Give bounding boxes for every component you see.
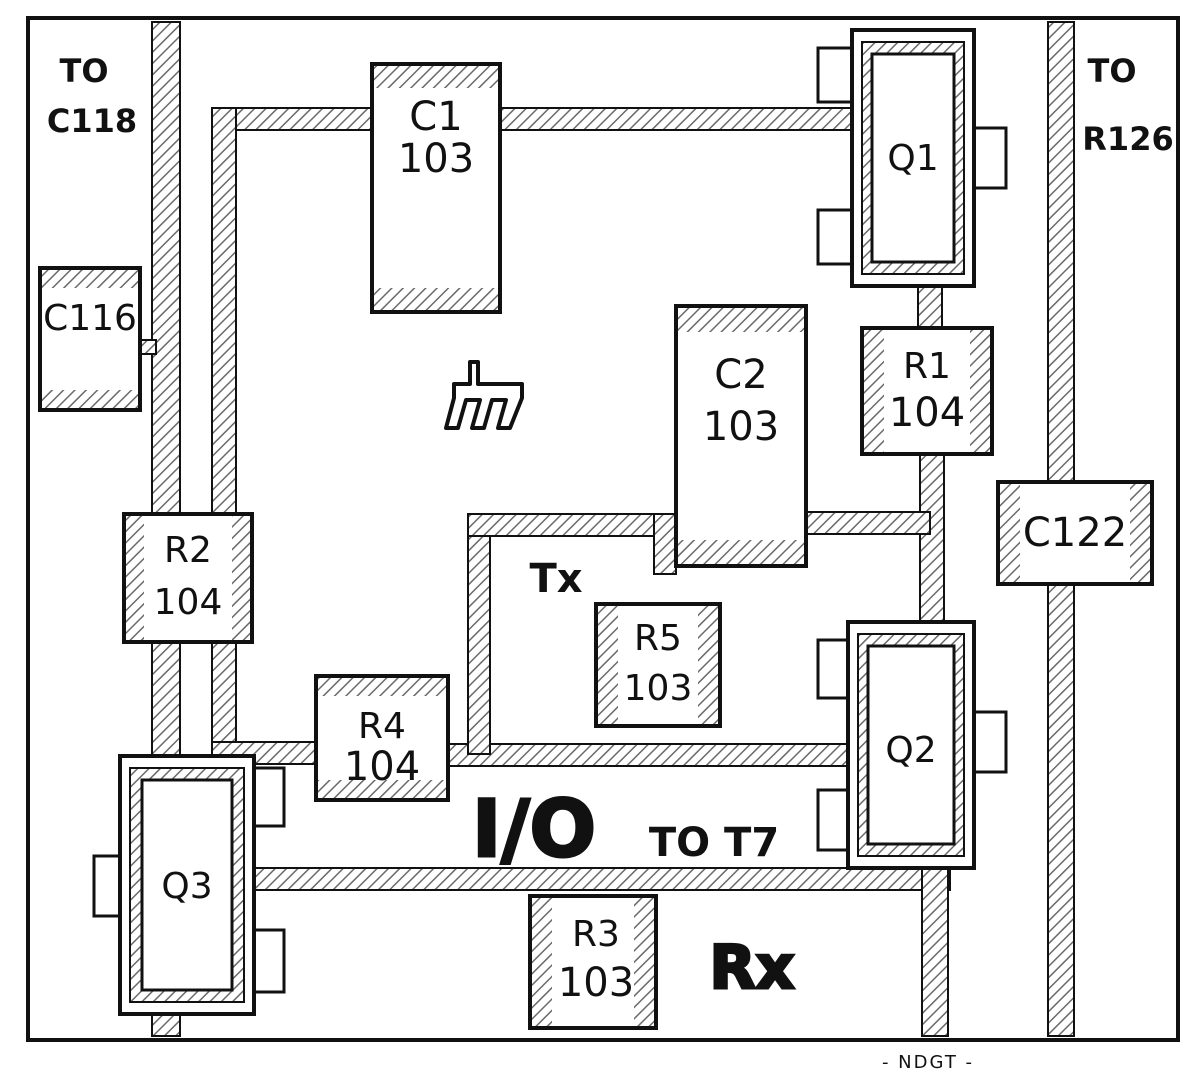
to-c118-line1: TO [59, 52, 108, 90]
trace-tx-top [467, 513, 669, 537]
board-outline [26, 16, 1180, 1042]
q2-label: Q2 [885, 730, 936, 771]
tx-label: Tx [529, 556, 582, 602]
r4-label: R4 [358, 706, 406, 747]
resistor-r4: R4 104 [314, 674, 450, 802]
trace-tx-right [653, 513, 677, 575]
resistor-r2: R2 104 [122, 512, 254, 644]
trace-c2-right [799, 511, 931, 535]
trace-inner-left [211, 107, 237, 759]
trace-right-lower [921, 867, 949, 1037]
q1-label: Q1 [887, 138, 938, 179]
rx-label: Rx [710, 933, 795, 1003]
capacitor-c122: C122 [996, 480, 1154, 586]
r5-label: R5 [634, 618, 682, 659]
ground-symbol-icon [444, 360, 524, 430]
transistor-q2: Q2 [816, 620, 1008, 870]
c1-value: 103 [398, 136, 474, 182]
trace-r1-q2 [919, 449, 945, 631]
capacitor-c1: C1 103 [370, 62, 502, 314]
to-c118-line2: C118 [47, 102, 137, 140]
io-label: I/O [472, 785, 596, 875]
c2-label: C2 [714, 352, 767, 398]
r5-value: 103 [624, 668, 693, 709]
c116-label: C116 [43, 298, 137, 339]
trace-tx-left [467, 513, 491, 755]
c2-value: 103 [703, 404, 779, 450]
trace-q3-right [249, 867, 951, 891]
to-r126-line1: TO [1087, 52, 1136, 90]
resistor-r3: R3 103 [528, 894, 658, 1030]
capacitor-c116: C116 [38, 266, 142, 412]
capacitor-c2: C2 103 [674, 304, 808, 568]
resistor-r1: R1 104 [860, 326, 994, 456]
c122-label: C122 [1023, 510, 1127, 556]
trace-top [211, 107, 853, 131]
transistor-q1: Q1 [816, 28, 1008, 288]
r2-value: 104 [154, 582, 223, 623]
transistor-q3: Q3 [92, 754, 286, 1016]
resistor-r5: R5 103 [594, 602, 722, 728]
to-r126-line2: R126 [1082, 120, 1173, 158]
signature: - NDGT - [882, 1052, 974, 1073]
r4-value: 104 [344, 744, 420, 790]
c1-label: C1 [409, 94, 462, 140]
r3-value: 103 [558, 960, 634, 1006]
r1-value: 104 [889, 390, 965, 436]
to-t7-label: TO T7 [649, 820, 779, 866]
r1-label: R1 [903, 346, 951, 387]
r3-label: R3 [572, 914, 620, 955]
trace-r4-q2 [439, 743, 853, 767]
q3-label: Q3 [161, 866, 212, 907]
r2-label: R2 [164, 530, 212, 571]
